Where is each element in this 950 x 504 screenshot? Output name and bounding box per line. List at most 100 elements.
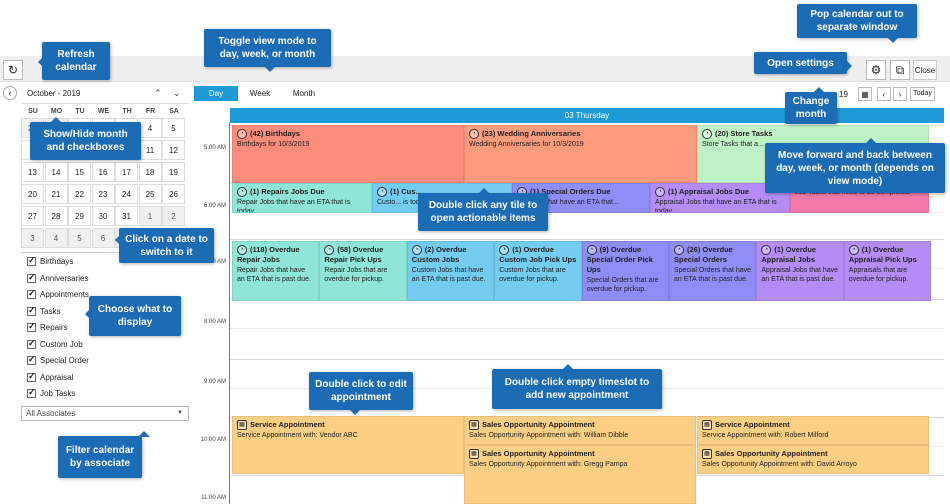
tile-subtitle: Sales Opportunity Appointment with: Davi… (702, 461, 857, 468)
calendar-day[interactable]: 5 (68, 228, 91, 248)
nav-prev-button[interactable]: ‹ (877, 87, 891, 101)
calendar-day[interactable]: 28 (44, 206, 68, 226)
calendar-day[interactable]: 27 (21, 206, 44, 226)
close-button[interactable]: Close (913, 60, 937, 80)
weekday-header: SA (169, 108, 179, 115)
tile-subtitle: Special Orders that are overdue for pick… (586, 277, 659, 293)
calendar-day[interactable]: 4 (44, 228, 68, 248)
tile-title: (42) Birthdays (250, 129, 301, 138)
calendar-day[interactable]: 14 (44, 162, 68, 182)
tile-subtitle: Birthdays for 10/3/2019 (237, 141, 310, 148)
calendar-day[interactable]: 2 (162, 206, 185, 226)
collapse-panel-button[interactable]: ‹ (3, 86, 17, 100)
tile-subtitle: Appraisals that are overdue for pickup. (848, 267, 909, 283)
calendar-day[interactable]: 15 (68, 162, 91, 182)
filter-checkbox[interactable]: Appraisal (27, 371, 73, 382)
filter-checkbox[interactable]: Appointments (27, 288, 89, 299)
calendar-day[interactable]: 25 (138, 184, 162, 204)
filter-label: Job Tasks (40, 389, 76, 398)
filter-checkbox[interactable]: Tasks (27, 305, 60, 316)
calendar-day[interactable]: 19 (162, 162, 185, 182)
calendar-day[interactable]: 5 (162, 118, 185, 138)
tab-day[interactable]: Day (194, 86, 238, 101)
popout-button[interactable]: ⧉ (890, 60, 910, 80)
calendar-day[interactable]: 6 (91, 228, 115, 248)
calendar-day[interactable]: 31 (115, 206, 138, 226)
gear-icon: ⚙ (870, 63, 882, 77)
month-next-button[interactable]: ⌄ (173, 88, 181, 98)
filter-checkbox[interactable]: Birthdays (27, 255, 73, 266)
filter-checkbox[interactable]: Repairs (27, 321, 68, 332)
calendar-day[interactable]: 12 (162, 140, 185, 160)
calendar-day[interactable]: 1 (138, 206, 162, 226)
tile-icon: ◔ (761, 245, 772, 255)
calendar-day[interactable]: 4 (138, 118, 162, 138)
tile-title: (1) Overdue Appraisal Jobs (761, 245, 817, 264)
calendar-day[interactable]: 3 (21, 228, 44, 248)
date-picker-button[interactable]: ▦ (858, 87, 872, 101)
month-prev-button[interactable]: ⌃ (154, 88, 162, 98)
calendar-day[interactable]: 20 (21, 184, 44, 204)
tab-week[interactable]: Week (249, 89, 271, 98)
calendar-day[interactable]: 11 (138, 140, 162, 160)
tab-month[interactable]: Month (292, 89, 316, 98)
calendar-day[interactable]: 24 (115, 184, 138, 204)
weekday-header: MO (45, 108, 69, 115)
callout-show-hide: Show/Hide month and checkboxes (30, 117, 141, 160)
calendar-day[interactable]: 21 (44, 184, 68, 204)
tile-icon: ◔ (411, 245, 422, 255)
calendar-day[interactable]: 23 (91, 184, 115, 204)
callout-edit-appointment: Double click to edit appointment (309, 372, 413, 415)
calendar-day[interactable]: 16 (91, 162, 115, 182)
calendar-day[interactable]: 18 (138, 162, 162, 182)
time-label: 5:00 AM (203, 145, 226, 151)
filter-checkbox[interactable]: Custom Job (27, 338, 83, 349)
tile-title: Sales Opportunity Appointment (482, 449, 595, 458)
tile-title: (1) Appraisal Jobs Due (668, 187, 749, 196)
calendar-day[interactable]: 29 (68, 206, 91, 226)
filter-checkbox[interactable]: Special Order (27, 354, 89, 365)
tile-title: (2) Overdue Custom Jobs (411, 245, 467, 264)
tile-subtitle: Custom Jobs that are overdue for pickup. (499, 267, 566, 283)
tile-icon: ◔ (586, 245, 597, 255)
settings-button[interactable]: ⚙ (866, 60, 886, 80)
month-header: October - 2019 ⌃ ⌄ (21, 84, 189, 104)
checkbox-icon (27, 338, 36, 349)
calendar-day[interactable]: 13 (21, 162, 44, 182)
month-label: October - 2019 (27, 89, 81, 98)
calendar-day[interactable]: 22 (68, 184, 91, 204)
calendar-day[interactable]: 26 (162, 184, 185, 204)
calendar-day[interactable]: 17 (115, 162, 138, 182)
tile-subtitle: Appraisal Jobs that have an ETA that is … (761, 267, 839, 283)
associate-select[interactable]: All Associates ▼ (21, 406, 189, 421)
tile-icon: ◔ (674, 245, 684, 255)
filter-checkbox[interactable]: Anniversaries (27, 272, 88, 283)
calendar-icon: ▦ (702, 420, 712, 430)
refresh-button[interactable]: ↻ (3, 60, 23, 80)
nav-next-button[interactable]: › (893, 87, 907, 101)
filter-checkbox[interactable]: Job Tasks (27, 387, 76, 398)
today-button[interactable]: Today (910, 87, 935, 101)
calendar-day[interactable]: 30 (91, 206, 115, 226)
tile-icon: ◔ (469, 129, 479, 139)
filter-label: Appointments (40, 290, 89, 299)
checkbox-icon (27, 354, 36, 365)
